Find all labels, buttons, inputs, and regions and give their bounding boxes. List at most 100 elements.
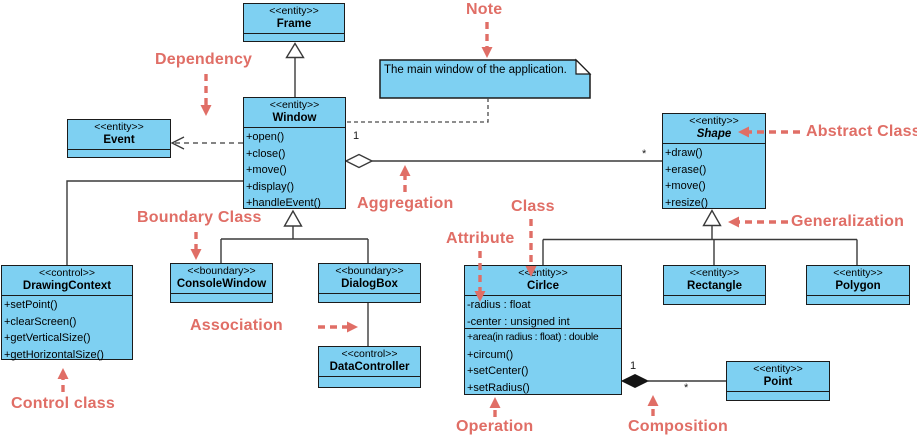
hollow-triangle-icon [283, 209, 303, 227]
operation: +handleEvent() [246, 197, 321, 210]
operation: +setCenter() [467, 365, 529, 378]
class-name: DrawingContext [22, 280, 112, 292]
composition-circle-point[interactable] [620, 373, 726, 389]
stereotype: <<boundary>> [335, 265, 404, 277]
callout-association: Association [190, 317, 283, 334]
class-consolewindow[interactable]: <<boundary>> ConsoleWindow [170, 263, 273, 303]
attribute: -center : unsigned int [467, 315, 570, 328]
stereotype: <<entity>> [753, 363, 803, 375]
class-window[interactable]: <<entity>> Window +open() +close() +move… [243, 97, 346, 209]
multiplicity-label[interactable]: * [642, 148, 647, 160]
operation: +setRadius() [467, 381, 530, 394]
class-name: Polygon [835, 280, 881, 292]
class-name: Event [103, 134, 135, 146]
callout-operation: Operation [456, 418, 534, 435]
operation: +getVerticalSize() [4, 332, 91, 345]
note-fold-icon [575, 58, 592, 75]
operation: +open() [246, 131, 285, 143]
hollow-triangle-icon [702, 209, 722, 227]
operation: +setPoint() [4, 299, 58, 311]
callout-composition: Composition [628, 418, 728, 435]
class-name: Rectangle [687, 280, 742, 292]
aggregation-window-shape[interactable] [344, 153, 662, 169]
stereotype: <<control>> [341, 348, 398, 360]
class-dialogbox[interactable]: <<boundary>> DialogBox [318, 263, 421, 303]
class-name: Point [763, 376, 793, 388]
empty-compartment [244, 34, 344, 41]
note-text: The main window of the application. [384, 64, 567, 76]
stereotype: <<entity>> [94, 121, 144, 133]
operation: +circum() [467, 348, 514, 361]
operation: +clearScreen() [4, 315, 77, 328]
operations-compartment: +open() +close() +move() +display() +han… [244, 128, 345, 212]
stereotype: <<entity>> [689, 115, 739, 127]
operation: +resize() [665, 196, 709, 209]
empty-compartment [319, 294, 420, 302]
stereotype: <<control>> [38, 267, 96, 279]
hollow-diamond-icon [344, 153, 374, 169]
callout-note: Note [466, 1, 503, 18]
class-rectangle[interactable]: <<entity>> Rectangle [663, 265, 766, 305]
callout-dependency: Dependency [155, 51, 253, 68]
callout-generalization: Generalization [791, 213, 905, 230]
operations-compartment: +draw() +erase() +move() +resize() [663, 144, 765, 211]
class-circle[interactable]: <<entity>> Cirlce -radius : float -cente… [464, 265, 622, 395]
multiplicity-label[interactable]: 1 [630, 360, 637, 372]
class-point[interactable]: <<entity>> Point [726, 361, 830, 401]
stereotype: <<boundary>> [187, 265, 256, 277]
operation: +move() [246, 164, 287, 177]
class-name: DataController [329, 361, 410, 373]
stereotype: <<entity>> [689, 267, 740, 279]
open-arrowhead-icon [170, 136, 185, 150]
stereotype: <<entity>> [518, 267, 568, 279]
attribute: -radius : float [467, 299, 531, 311]
operation: +move() [665, 180, 706, 193]
generalization-window-children[interactable] [220, 209, 369, 263]
operation: +draw() [665, 147, 703, 159]
class-name: ConsoleWindow [176, 278, 267, 290]
class-name: Cirlce [527, 280, 559, 292]
note-anchor-line[interactable] [346, 98, 489, 123]
dependency-window-event[interactable] [170, 136, 243, 150]
operation: +area(in radius : float) : double [467, 332, 599, 343]
callout-boundary-class: Boundary Class [137, 209, 262, 226]
class-polygon[interactable]: <<entity>> Polygon [806, 265, 910, 305]
attributes-compartment: -radius : float -center : unsigned int [465, 296, 621, 329]
association-drawingcontext-window[interactable] [66, 180, 243, 265]
operations-compartment: +area(in radius : float) : double +circu… [465, 329, 621, 396]
operation: +close() [246, 147, 286, 160]
class-name: DialogBox [341, 278, 398, 290]
operation: +getHorizontalSize() [4, 348, 104, 361]
generalization-window-frame[interactable] [285, 42, 305, 98]
class-name: Shape [696, 128, 732, 140]
operation: +erase() [665, 163, 707, 176]
generalization-shape-children[interactable] [542, 209, 858, 266]
multiplicity-label[interactable]: * [684, 382, 689, 394]
operations-compartment: +setPoint() +clearScreen() +getVerticalS… [2, 296, 132, 363]
stereotype: <<entity>> [269, 99, 320, 111]
class-shape[interactable]: <<entity>> Shape +draw() +erase() +move(… [662, 113, 766, 209]
class-name: Frame [276, 18, 312, 30]
multiplicity-label[interactable]: 1 [353, 130, 360, 142]
callout-control-class: Control class [11, 395, 115, 412]
hollow-triangle-icon [285, 42, 305, 59]
stereotype: <<entity>> [269, 5, 319, 17]
class-event[interactable]: <<entity>> Event [67, 119, 171, 158]
empty-compartment [319, 377, 420, 387]
empty-compartment [727, 392, 829, 400]
class-frame[interactable]: <<entity>> Frame [243, 3, 345, 42]
operation: +display() [246, 180, 294, 193]
callout-class: Class [511, 198, 555, 215]
callout-attribute: Attribute [446, 230, 515, 247]
class-datacontroller[interactable]: <<control>> DataController [318, 346, 421, 388]
class-name: Window [272, 112, 317, 124]
empty-compartment [171, 294, 272, 302]
callout-abstract-class: Abstract Class [806, 123, 917, 140]
empty-compartment [807, 296, 909, 304]
empty-compartment [68, 150, 170, 157]
note-shape[interactable] [379, 58, 592, 99]
class-drawingcontext[interactable]: <<control>> DrawingContext +setPoint() +… [1, 265, 133, 363]
callout-aggregation: Aggregation [357, 195, 454, 212]
